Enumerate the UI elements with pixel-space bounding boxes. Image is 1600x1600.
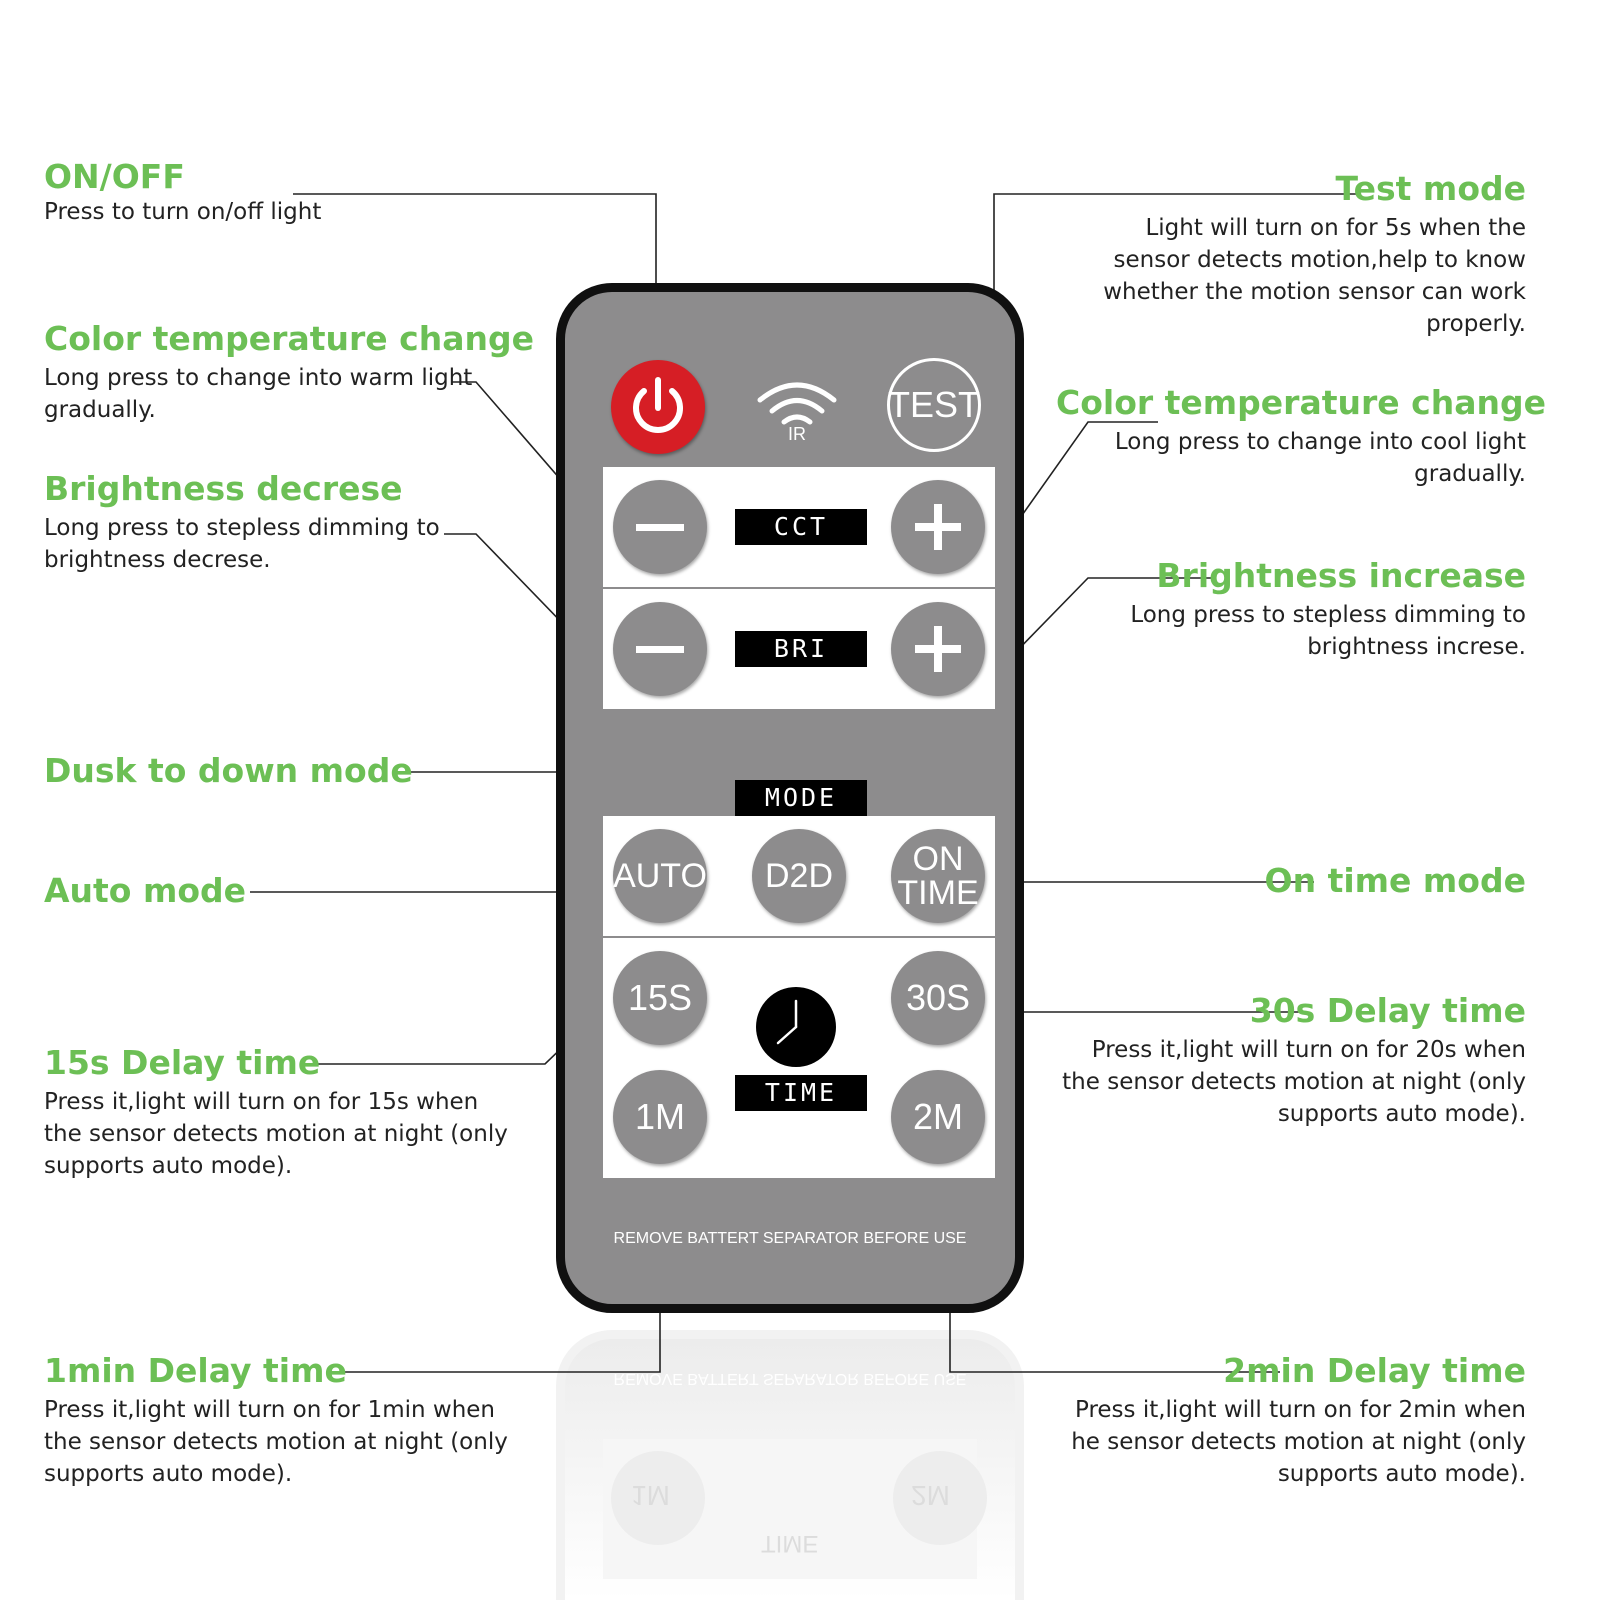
bri-label: BRI [735, 631, 867, 667]
annotation-test-mode: Test mode Light will turn on for 5s when… [1076, 170, 1526, 340]
annotation-1min-delay-desc: Press it,light will turn on for 1min whe… [44, 1397, 508, 1487]
reflection-panel: 1M 2M TIME [603, 1439, 987, 1579]
annotation-bri-increase-title: Brightness increase [1156, 556, 1526, 595]
ir-label: IR [788, 424, 806, 444]
remote-control: IR TEST CCT BRI MODE AUTO D2D ON TIME 15… [556, 283, 1024, 1313]
plus-icon [915, 626, 961, 672]
plus-icon [915, 504, 961, 550]
annotation-test-mode-desc: Light will turn on for 5s when the senso… [1103, 215, 1526, 337]
remote-reflection: REMOVE BATTERT SEPARATOR BEFORE USE 1M 2… [556, 1330, 1024, 1600]
annotation-2min-delay-title: 2min Delay time [1223, 1351, 1526, 1390]
annotation-15s-delay: 15s Delay time Press it,light will turn … [44, 1044, 519, 1182]
annotation-on-off-desc: Press to turn on/off light [44, 199, 322, 225]
annotation-on-off: ON/OFF Press to turn on/off light [44, 158, 321, 228]
annotation-test-mode-title: Test mode [1335, 169, 1526, 208]
line-bri-increase [1007, 577, 1214, 661]
d2d-button[interactable]: D2D [752, 829, 846, 923]
annotation-30s-delay: 30s Delay time Press it,light will turn … [1056, 992, 1526, 1130]
30s-button[interactable]: 30S [891, 951, 985, 1045]
annotation-on-time-mode-title: On time mode [1264, 861, 1526, 900]
on-time-button[interactable]: ON TIME [891, 829, 985, 923]
minus-icon [636, 523, 684, 531]
annotation-cct-cool: Color temperature change Long press to c… [1056, 383, 1546, 490]
15s-button[interactable]: 15S [613, 951, 707, 1045]
annotation-auto-mode: Auto mode [44, 872, 246, 910]
power-icon [633, 377, 683, 433]
annotation-30s-delay-desc: Press it,light will turn on for 20s when… [1062, 1037, 1526, 1127]
time-label: TIME [735, 1075, 867, 1111]
ir-indicator: IR [752, 376, 842, 456]
annotation-cct-warm: Color temperature change Long press to c… [44, 319, 534, 426]
2m-button[interactable]: 2M [891, 1070, 985, 1164]
annotation-cct-cool-title: Color temperature change [1056, 383, 1546, 422]
annotation-15s-delay-desc: Press it,light will turn on for 15s when… [44, 1089, 508, 1179]
annotation-on-off-title: ON/OFF [44, 157, 185, 196]
cct-panel: CCT [603, 467, 995, 587]
annotation-1min-delay-title: 1min Delay time [44, 1351, 347, 1390]
annotation-cct-cool-desc: Long press to change into cool light gra… [1114, 429, 1526, 487]
cct-minus-button[interactable] [613, 480, 707, 574]
reflection-button-1m [611, 1451, 705, 1545]
minus-icon [636, 645, 684, 653]
bri-plus-button[interactable] [891, 602, 985, 696]
annotation-bri-decrease-title: Brightness decrese [44, 469, 403, 508]
clock-icon [756, 987, 836, 1067]
annotation-30s-delay-title: 30s Delay time [1249, 991, 1526, 1030]
cct-plus-button[interactable] [891, 480, 985, 574]
annotation-dusk-to-down-title: Dusk to down mode [44, 751, 413, 790]
wifi-signal-icon [757, 382, 837, 425]
reflection-button-2m [893, 1451, 987, 1545]
mode-label: MODE [735, 780, 867, 816]
annotation-2min-delay: 2min Delay time Press it,light will turn… [1046, 1352, 1526, 1490]
annotation-on-time-mode: On time mode [1265, 862, 1526, 900]
annotation-bri-increase: Brightness increase Long press to steple… [1086, 557, 1526, 663]
auto-button[interactable]: AUTO [613, 829, 707, 923]
1m-button[interactable]: 1M [613, 1070, 707, 1164]
annotation-2min-delay-desc: Press it,light will turn on for 2min whe… [1071, 1397, 1526, 1487]
bri-panel: BRI [603, 589, 995, 709]
annotation-bri-increase-desc: Long press to stepless dimming to bright… [1130, 602, 1526, 660]
bri-minus-button[interactable] [613, 602, 707, 696]
mode-panel: AUTO D2D ON TIME [603, 816, 995, 936]
annotation-bri-decrease: Brightness decrese Long press to steples… [44, 470, 464, 576]
time-panel: 15S 30S TIME 1M 2M [603, 938, 995, 1178]
power-button[interactable] [611, 360, 705, 454]
annotation-cct-warm-title: Color temperature change [44, 319, 534, 358]
battery-separator-notice: REMOVE BATTERT SEPARATOR BEFORE USE [613, 1230, 967, 1247]
test-button[interactable]: TEST [887, 358, 981, 452]
annotation-15s-delay-title: 15s Delay time [44, 1043, 321, 1082]
annotation-auto-mode-title: Auto mode [44, 871, 247, 910]
annotation-1min-delay: 1min Delay time Press it,light will turn… [44, 1352, 539, 1490]
cct-label: CCT [735, 509, 867, 545]
line-cct-cool [1007, 421, 1158, 536]
annotation-dusk-to-down: Dusk to down mode [44, 752, 413, 790]
annotation-cct-warm-desc: Long press to change into warm light gra… [44, 365, 473, 423]
annotation-bri-decrease-desc: Long press to stepless dimming to bright… [44, 515, 440, 573]
